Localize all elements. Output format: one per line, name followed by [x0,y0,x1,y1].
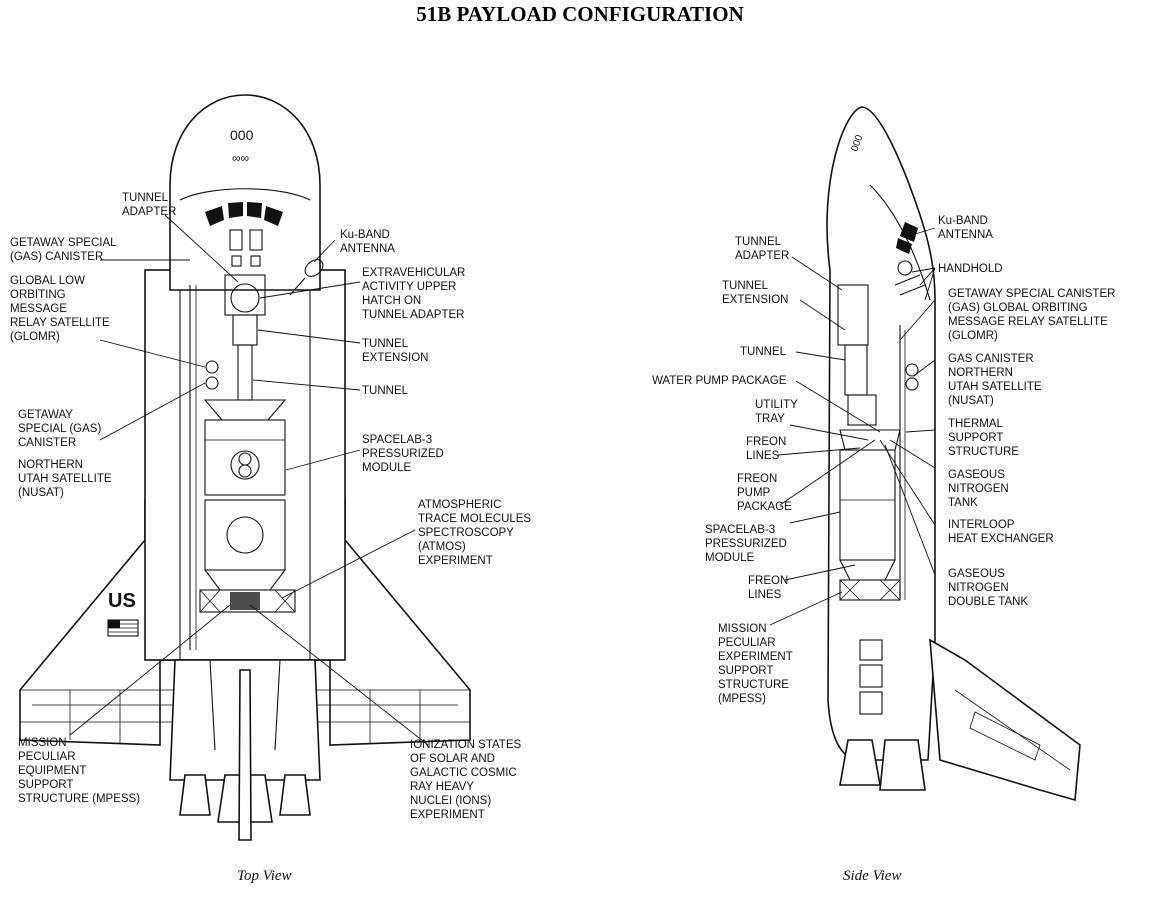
ku-band-antenna-dish [304,259,324,277]
top-view-leaders [69,214,429,746]
top-gas-canister-1 [205,360,219,374]
side-cockpit-windows [896,222,918,254]
label-side-tunnel: TUNNEL [740,346,787,358]
label-side-handhold: HANDHOLD [938,263,1003,275]
cockpit-windows [205,202,283,226]
label-top-gas-canister: GETAWAY SPECIAL(GAS) CANISTER [10,237,117,263]
label-side-water-pump: WATER PUMP PACKAGE [652,375,787,387]
side-main-engines [839,739,926,791]
top-gas-canister-2 [205,376,219,390]
top-mpess [199,589,296,613]
nose-marking: 000 [230,127,254,143]
side-view-leaders [769,227,936,626]
caption-top-view: Top View [237,868,292,884]
caption-side-view: Side View [843,868,901,884]
diagram-title: 51B PAYLOAD CONFIGURATION [416,2,744,26]
side-ku-antenna [897,260,913,276]
us-marking: US [108,590,136,612]
side-view-orbiter: 000 [826,106,1081,802]
nose-marking-2: ∞∞ [232,151,249,165]
label-side-gas-glomr: GETAWAY SPECIAL CANISTER(GAS) GLOBAL ORB… [948,288,1115,342]
flag-icon [107,619,139,637]
label-top-tunnel: TUNNEL [362,385,409,397]
eva-hatch [230,283,260,313]
